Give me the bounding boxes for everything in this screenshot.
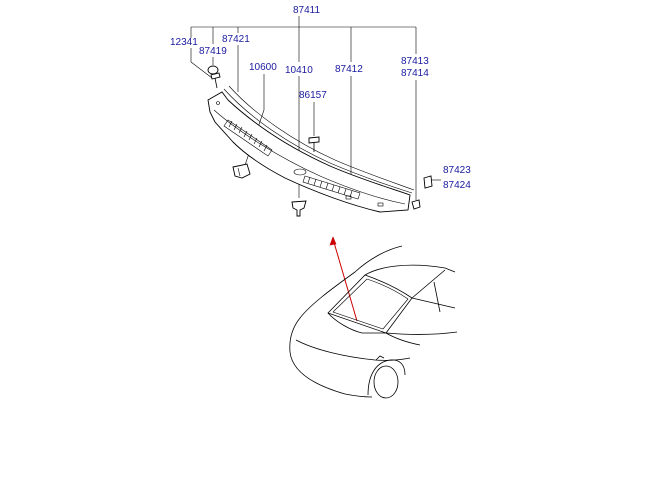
cap-87419-part[interactable] xyxy=(207,65,219,75)
clip-10600-part[interactable] xyxy=(232,163,251,179)
cowl-top-panel[interactable] xyxy=(207,85,415,213)
fastener-10410-part[interactable] xyxy=(291,200,307,217)
label-10600[interactable]: 10600 xyxy=(249,62,277,73)
label-86157[interactable]: 86157 xyxy=(299,90,327,101)
clip-87413-part[interactable] xyxy=(411,199,421,210)
label-87424[interactable]: 87424 xyxy=(443,180,471,191)
car-locator-illustration xyxy=(289,236,458,399)
label-87414[interactable]: 87414 xyxy=(401,68,429,79)
bracket-87423-part[interactable] xyxy=(423,175,433,189)
locator-arrowhead xyxy=(329,236,337,246)
label-87412[interactable]: 87412 xyxy=(335,64,363,75)
locator-arrow xyxy=(332,238,358,322)
label-87419[interactable]: 87419 xyxy=(199,46,227,57)
label-87413[interactable]: 87413 xyxy=(401,56,429,67)
label-10410[interactable]: 10410 xyxy=(285,65,313,76)
label-12341[interactable]: 12341 xyxy=(170,37,198,48)
label-87421[interactable]: 87421 xyxy=(222,34,250,45)
screw-86157-part[interactable] xyxy=(308,136,320,152)
label-87411[interactable]: 87411 xyxy=(293,5,321,16)
label-87423[interactable]: 87423 xyxy=(443,165,471,176)
screw-12341-part[interactable] xyxy=(210,72,221,89)
